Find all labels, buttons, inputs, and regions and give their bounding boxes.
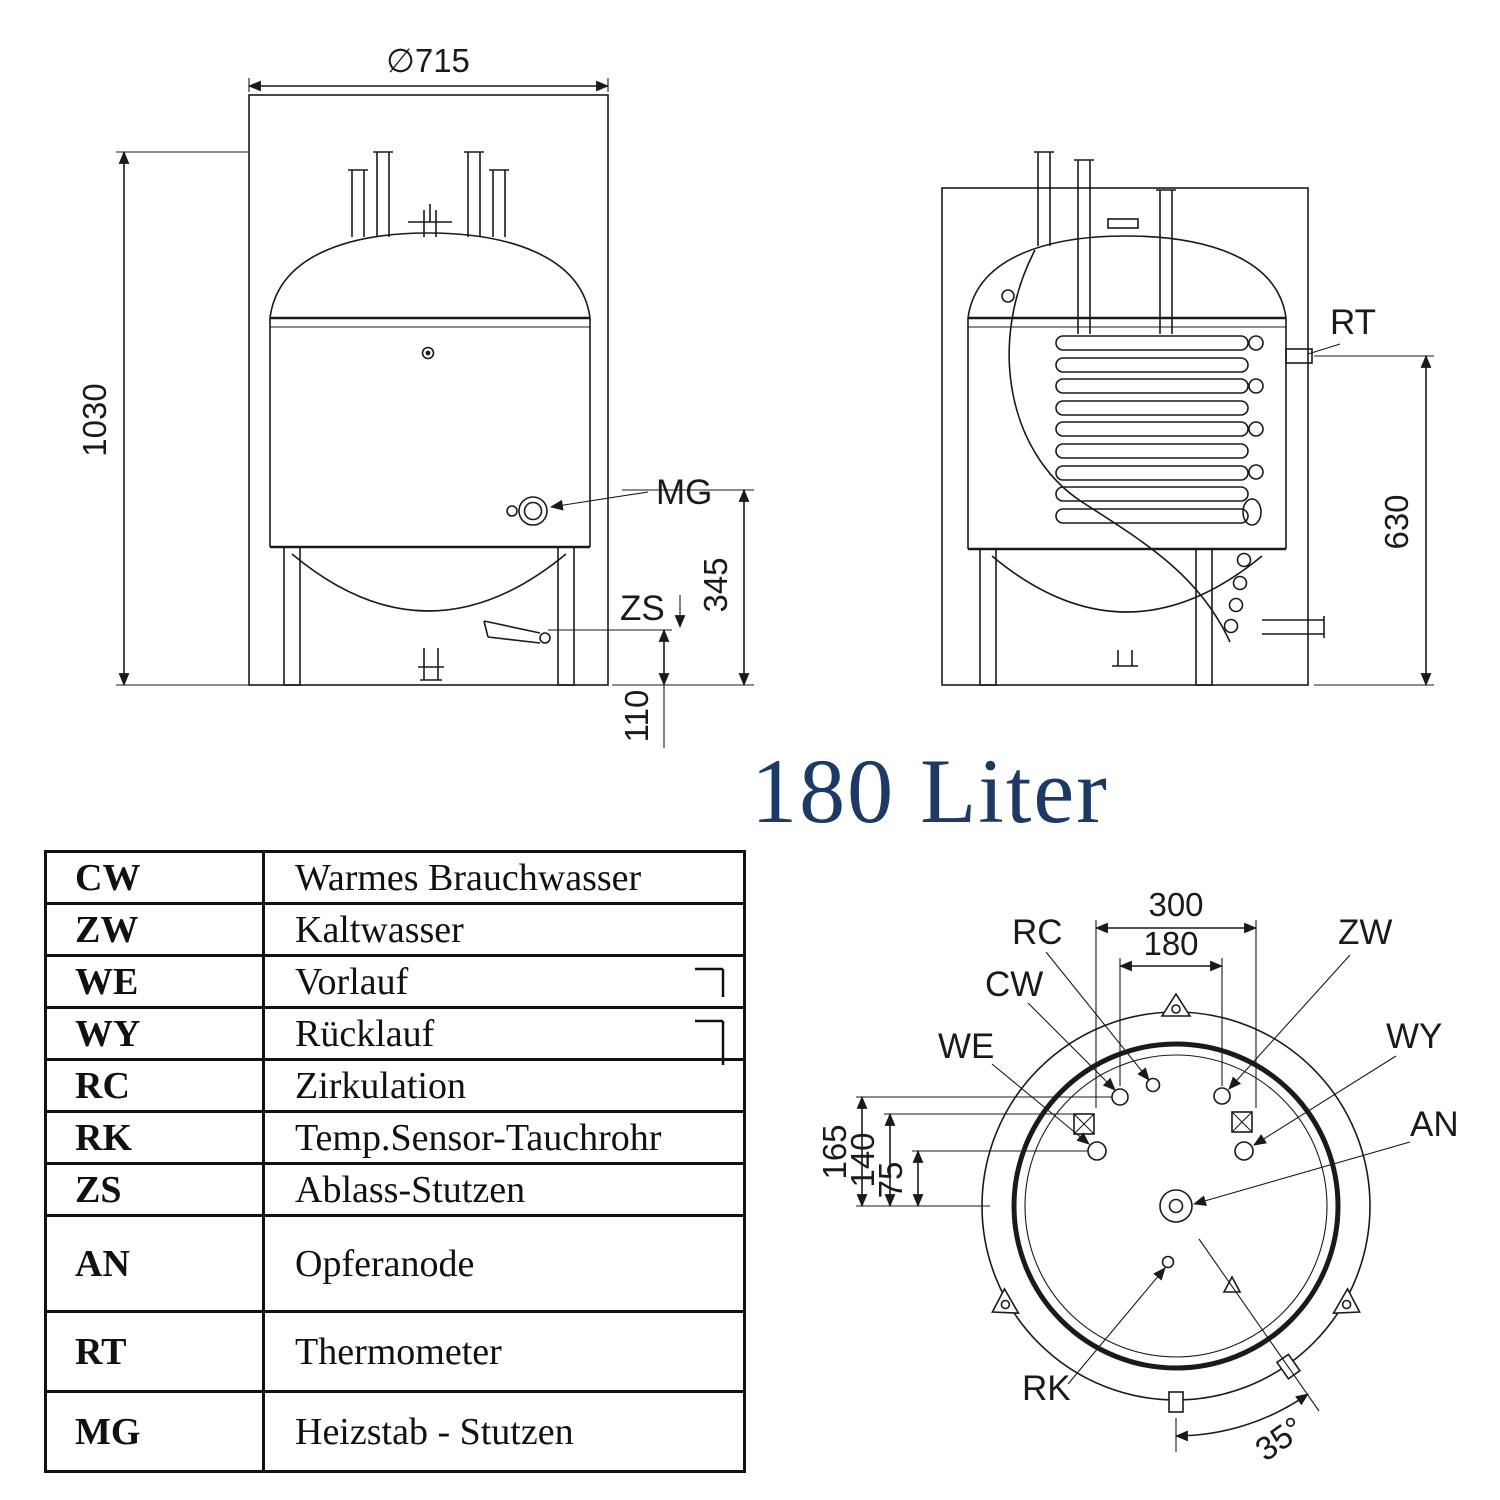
legend-desc: Rücklauf bbox=[262, 1006, 746, 1065]
tank-leg bbox=[557, 546, 575, 686]
side-frame bbox=[941, 187, 1309, 686]
tank-leg bbox=[1195, 548, 1213, 686]
rc-label: RC bbox=[1012, 913, 1063, 952]
legend-code: ZS bbox=[44, 1162, 265, 1217]
mounting-lug bbox=[991, 1287, 1020, 1314]
table-row: RC Zirkulation bbox=[44, 1058, 746, 1113]
heating-coil bbox=[1055, 335, 1264, 634]
dim-mg-height-label: 345 bbox=[697, 557, 734, 612]
group-bracket-icon bbox=[693, 1015, 729, 1077]
table-row: RT Thermometer bbox=[44, 1310, 746, 1393]
dim-arc-35 bbox=[1174, 1393, 1309, 1442]
dim-drain-height-label: 110 bbox=[618, 690, 655, 743]
mg-label: MG bbox=[656, 473, 712, 512]
tank-leg bbox=[283, 546, 301, 686]
dim-165-label: 165 bbox=[816, 1124, 853, 1179]
cw-label: CW bbox=[985, 965, 1043, 1004]
mounting-lug bbox=[1332, 1287, 1361, 1314]
table-row: ZS Ablass-Stutzen bbox=[44, 1162, 746, 1217]
legend-code: MG bbox=[44, 1390, 265, 1473]
legend-desc-text: Ablass-Stutzen bbox=[295, 1168, 526, 1211]
legend-desc-text: Rücklauf bbox=[295, 1012, 435, 1055]
legend-desc: Warmes Brauchwasser bbox=[262, 850, 746, 905]
we-label: WE bbox=[938, 1027, 994, 1066]
group-bracket-icon bbox=[693, 963, 729, 1013]
insulation-circle bbox=[981, 1011, 1371, 1401]
legend-code: ZW bbox=[44, 902, 265, 957]
dim-300-label: 300 bbox=[1148, 886, 1203, 923]
legend-desc: Ablass-Stutzen bbox=[262, 1162, 746, 1217]
top-view: 300 180 165 140 75 35° RC CW ZW WE WY AN bbox=[816, 886, 1459, 1468]
front-view: ∅715 1030 bbox=[76, 42, 754, 748]
legend-desc-text: Thermometer bbox=[295, 1330, 502, 1373]
legend-desc: Kaltwasser bbox=[262, 902, 746, 957]
legend-desc-text: Kaltwasser bbox=[295, 908, 464, 951]
zw-label: ZW bbox=[1338, 913, 1392, 952]
zs-drain-nozzle bbox=[483, 620, 551, 644]
table-row: RK Temp.Sensor-Tauchrohr bbox=[44, 1110, 746, 1165]
legend-desc-text: Temp.Sensor-Tauchrohr bbox=[295, 1116, 662, 1159]
dim-total-height-label: 1030 bbox=[76, 383, 113, 456]
legend-desc-text: Heizstab - Stutzen bbox=[295, 1410, 574, 1453]
dim-angle-label: 35° bbox=[1248, 1409, 1310, 1468]
table-row: MG Heizstab - Stutzen bbox=[44, 1390, 746, 1473]
an-label: AN bbox=[1410, 1105, 1459, 1144]
wy-label: WY bbox=[1386, 1017, 1442, 1056]
cutaway-edge bbox=[1008, 249, 1231, 643]
legend-code: AN bbox=[44, 1214, 265, 1313]
table-row: ZW Kaltwasser bbox=[44, 902, 746, 957]
tank-leg bbox=[979, 548, 997, 686]
tank-outline-front bbox=[269, 232, 591, 686]
rt-fitting bbox=[1285, 348, 1313, 364]
mounting-lug bbox=[1160, 992, 1192, 1017]
tank-rim-circle bbox=[1011, 1041, 1341, 1371]
legend-desc-text: Vorlauf bbox=[295, 960, 409, 1003]
rk-port bbox=[1161, 1255, 1175, 1269]
table-row: AN Opferanode bbox=[44, 1214, 746, 1313]
zs-label: ZS bbox=[620, 589, 665, 628]
connection-ports bbox=[1073, 1077, 1254, 1293]
legend-desc-text: Opferanode bbox=[295, 1242, 475, 1285]
mg-fitting bbox=[506, 496, 548, 526]
legend-code: RC bbox=[44, 1058, 265, 1113]
table-row: WY Rücklauf bbox=[44, 1006, 746, 1065]
anode-port bbox=[1159, 1189, 1193, 1223]
legend-code: RK bbox=[44, 1110, 265, 1165]
legend-desc: Zirkulation bbox=[262, 1058, 746, 1113]
table-row: WE Vorlauf bbox=[44, 954, 746, 1009]
legend-code: RT bbox=[44, 1310, 265, 1393]
side-top-connections bbox=[1034, 151, 1176, 334]
table-row: CW Warmes Brauchwasser bbox=[44, 850, 746, 905]
legend-desc: Vorlauf bbox=[262, 954, 746, 1009]
dim-75-label: 75 bbox=[872, 1162, 909, 1199]
side-view: RT 630 bbox=[941, 151, 1434, 687]
legend-desc-text: Warmes Brauchwasser bbox=[295, 856, 642, 899]
legend-table: CW Warmes Brauchwasser ZW Kaltwasser WE … bbox=[44, 850, 746, 1473]
legend-code: WY bbox=[44, 1006, 265, 1061]
dim-rt-height-label: 630 bbox=[1378, 494, 1415, 549]
bottom-tab bbox=[1168, 1391, 1184, 1413]
dim-140-label: 140 bbox=[844, 1132, 881, 1187]
legend-desc: Temp.Sensor-Tauchrohr bbox=[262, 1110, 746, 1165]
front-frame bbox=[248, 94, 609, 686]
legend-desc: Thermometer bbox=[262, 1310, 746, 1393]
rt-label: RT bbox=[1330, 303, 1376, 342]
page-title: 180 Liter bbox=[751, 740, 1109, 842]
rk-label: RK bbox=[1022, 1369, 1071, 1408]
legend-code: WE bbox=[44, 954, 265, 1009]
tank-outline-side bbox=[967, 235, 1325, 686]
dim-diameter-label: ∅715 bbox=[386, 42, 470, 79]
legend-desc: Heizstab - Stutzen bbox=[262, 1390, 746, 1473]
top-connections bbox=[348, 151, 509, 237]
legend-desc: Opferanode bbox=[262, 1214, 746, 1313]
dim-180-label: 180 bbox=[1143, 925, 1198, 962]
legend-code: CW bbox=[44, 850, 265, 905]
legend-desc-text: Zirkulation bbox=[295, 1064, 466, 1107]
